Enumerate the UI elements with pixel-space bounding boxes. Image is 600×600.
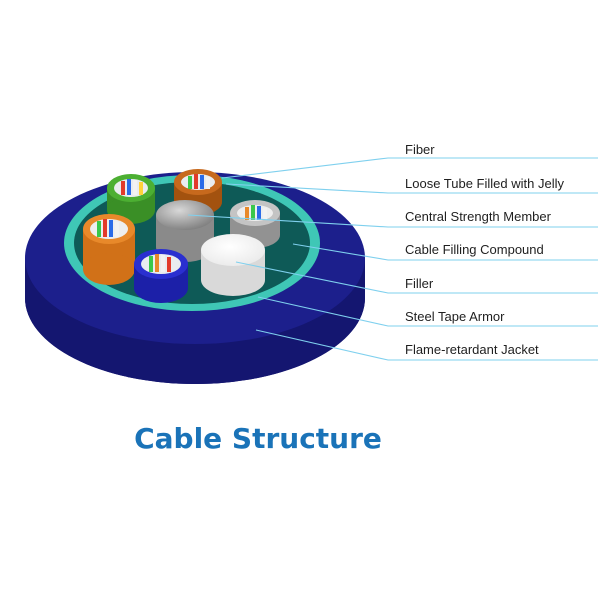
fibers-gray-tube — [245, 205, 267, 220]
leader-line-flame-retardant-jacket — [255, 329, 598, 361]
label-fiber: Fiber — [405, 142, 435, 157]
central-strength-member — [156, 200, 214, 262]
fibers — [97, 174, 267, 272]
label-flame-retardant-jacket: Flame-retardant Jacket — [405, 342, 539, 357]
fibers-green-tube — [121, 179, 143, 195]
leader-line-cable-filling-compound — [292, 243, 598, 261]
fibers-orange-tube — [97, 219, 119, 237]
label-central-strength-member: Central Strength Member — [405, 209, 552, 224]
label-steel-tape-armor: Steel Tape Armor — [405, 309, 505, 324]
diagram-title: Cable Structure — [134, 422, 382, 455]
label-filler: Filler — [405, 276, 434, 291]
fibers-brown-tube — [188, 174, 210, 189]
label-cable-filling-compound: Cable Filling Compound — [405, 242, 544, 257]
fibers-blue-tube — [149, 254, 171, 272]
filler — [201, 234, 265, 296]
leader-line-steel-tape-armor — [257, 296, 598, 327]
label-loose-tube: Loose Tube Filled with Jelly — [405, 176, 564, 191]
leader-line-loose-tube — [225, 183, 598, 194]
leader-line-fiber — [221, 157, 598, 179]
leader-line-central-strength-member — [187, 214, 598, 228]
leader-line-filler — [235, 261, 598, 294]
